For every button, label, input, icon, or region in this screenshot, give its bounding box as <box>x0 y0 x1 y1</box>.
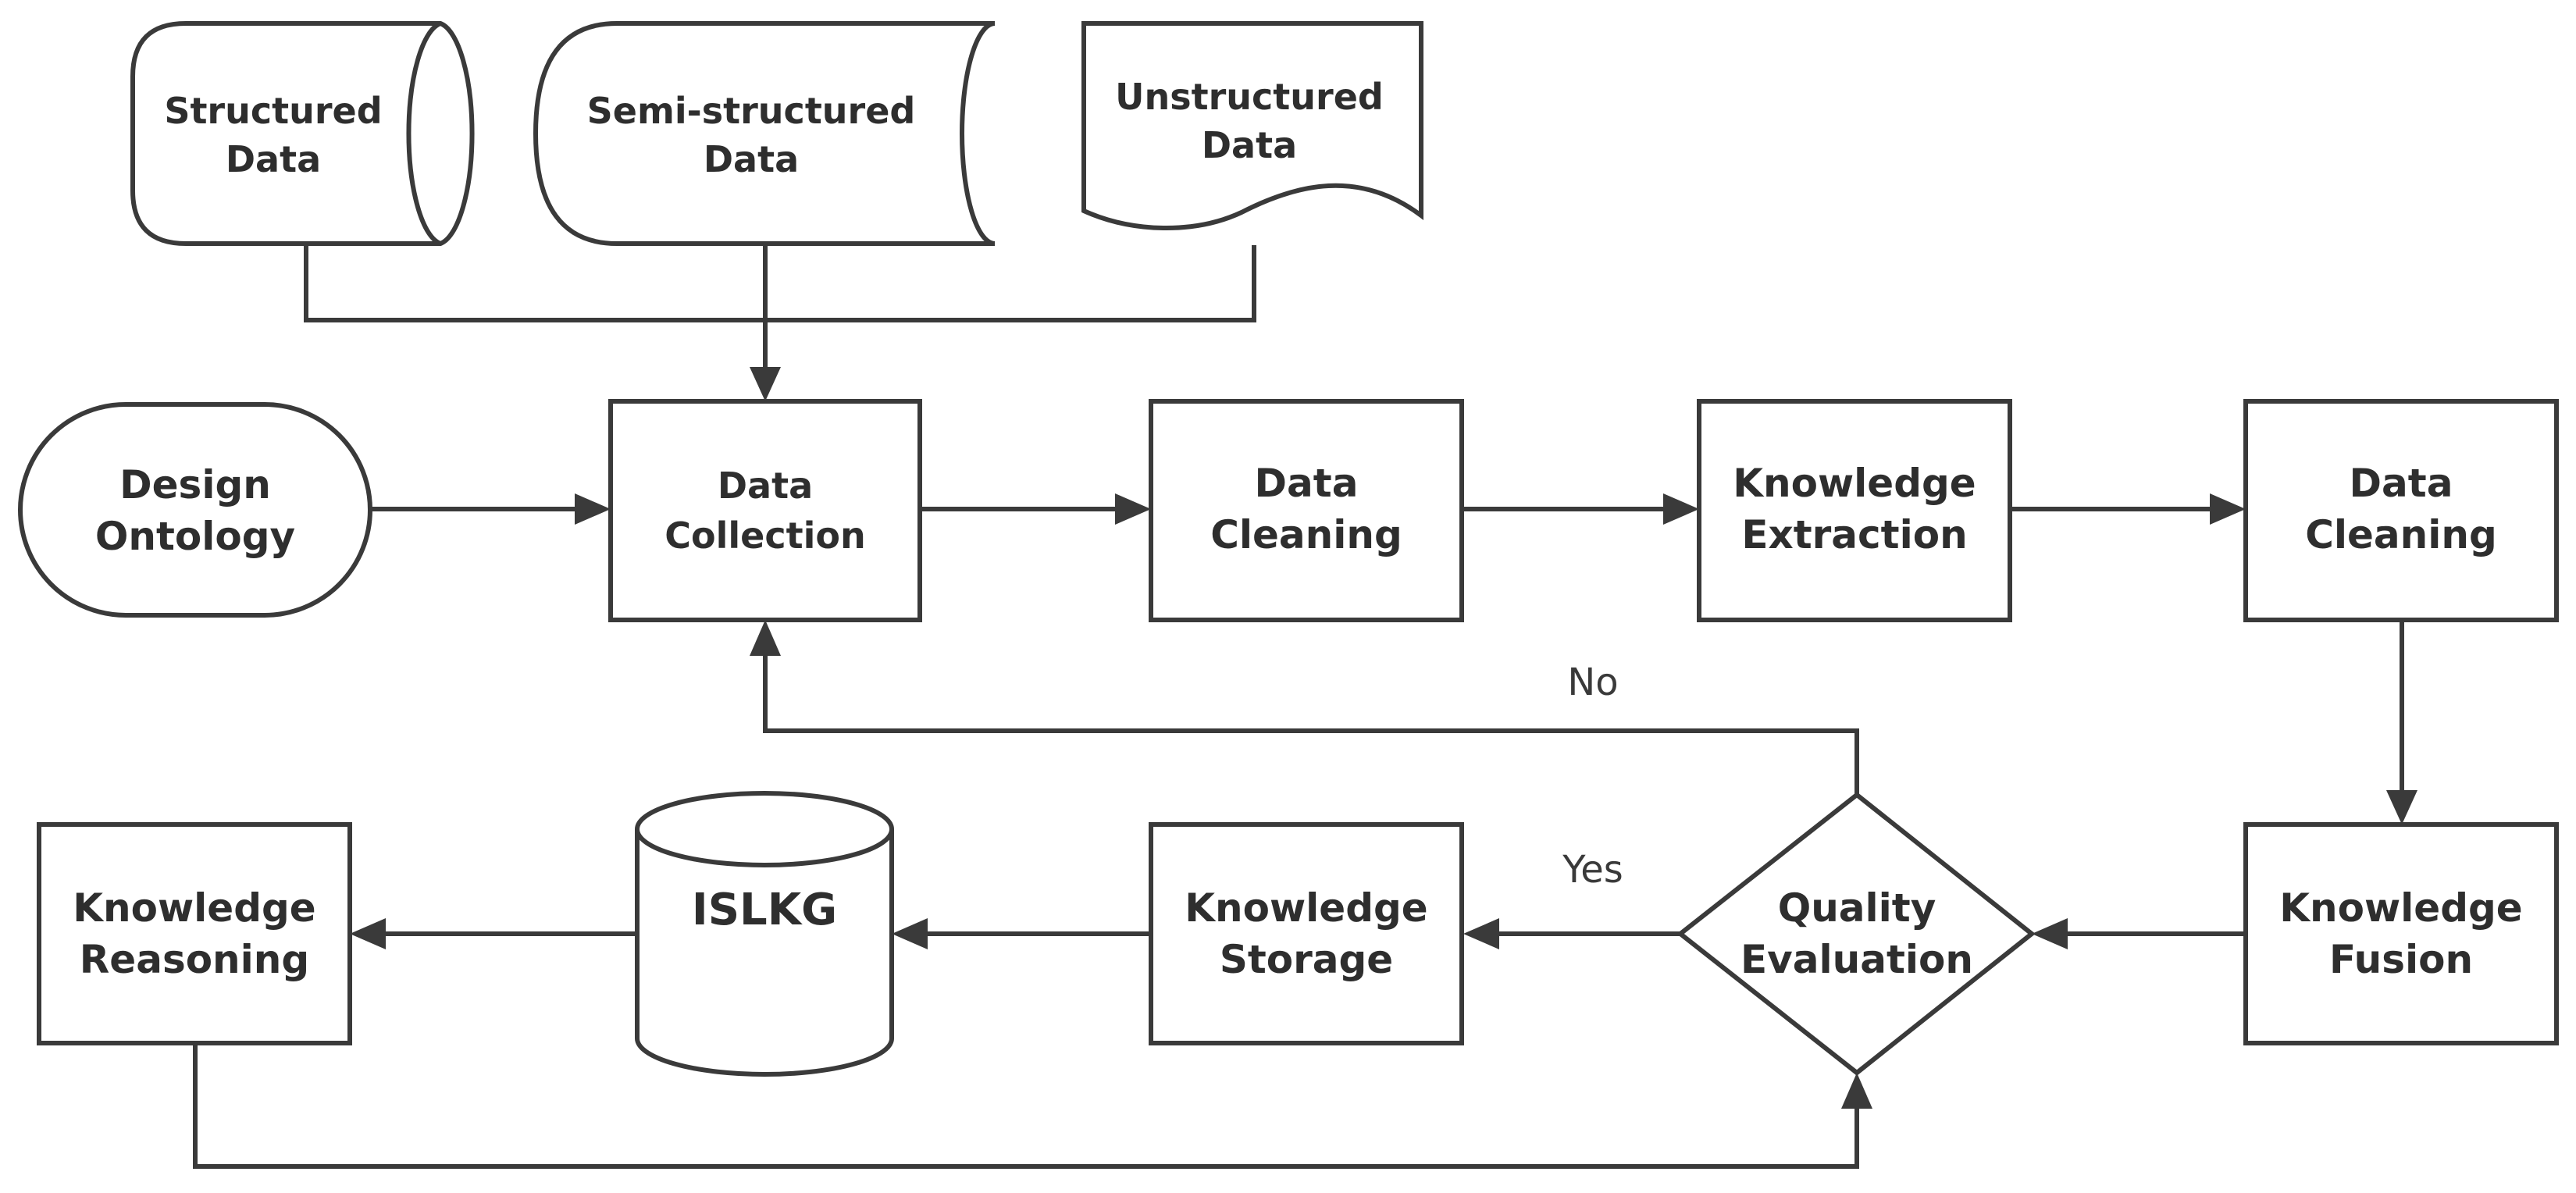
svg-text:Data: Data <box>2350 461 2453 506</box>
svg-text:Cleaning: Cleaning <box>2305 512 2497 557</box>
design-ontology-node: Design Ontology <box>18 402 372 618</box>
edge-label-no: No <box>1567 661 1618 704</box>
arrowhead-left-reasoning <box>350 918 386 949</box>
svg-text:Fusion: Fusion <box>2329 937 2473 982</box>
data-collection-node: Data Collection <box>608 399 922 622</box>
structured-data-line2: Data <box>226 138 321 180</box>
arrowhead-right-cleaning-1 <box>1115 493 1151 525</box>
knowledge-fusion-line1: Knowledge <box>2279 885 2522 931</box>
islkg-database-node: ISLKG <box>635 791 894 1077</box>
svg-text:Knowledge: Knowledge <box>1733 461 1976 506</box>
svg-text:Data: Data <box>1255 461 1359 506</box>
unstructured-data-line2: Data <box>1202 124 1297 166</box>
semi-structured-data-line2: Data <box>704 138 799 180</box>
connector-reasoning-to-evaluation <box>193 1043 1859 1169</box>
islkg-label: ISLKG <box>692 885 837 935</box>
arrowhead-right-cleaning-2 <box>2210 493 2246 525</box>
arrowhead-left-evaluation <box>2032 918 2068 949</box>
data-collection-line2: Collection <box>664 515 865 557</box>
connector-unstructured-data <box>765 245 1256 322</box>
quality-evaluation-line2: Evaluation <box>1740 937 1973 982</box>
data-cleaning-node-1: Data Cleaning <box>1149 399 1464 622</box>
svg-text:Storage: Storage <box>1220 937 1393 982</box>
svg-text:Structured: Structured <box>164 90 382 132</box>
arrowhead-down-fusion <box>2386 790 2417 824</box>
data-cleaning-1-line2: Cleaning <box>1210 512 1402 557</box>
svg-text:Knowledge: Knowledge <box>73 885 315 931</box>
svg-text:Ontology: Ontology <box>95 514 295 559</box>
connectors <box>193 245 2417 1169</box>
svg-text:ISLKG: ISLKG <box>692 885 837 935</box>
svg-text:Knowledge: Knowledge <box>1185 885 1427 931</box>
arrowhead-down-collection <box>750 367 781 401</box>
data-collection-line1: Data <box>718 465 813 507</box>
knowledge-storage-line2: Storage <box>1220 937 1393 982</box>
knowledge-reasoning-line1: Knowledge <box>73 885 315 931</box>
semi-structured-data-node: Semi-structured Data <box>533 21 996 246</box>
knowledge-reasoning-line2: Reasoning <box>80 937 309 982</box>
arrowhead-up-collection <box>750 620 781 656</box>
svg-text:Extraction: Extraction <box>1741 512 1967 557</box>
svg-text:Unstructured: Unstructured <box>1115 76 1384 118</box>
unstructured-data-node: Unstructured Data <box>1081 21 1423 231</box>
svg-text:Knowledge: Knowledge <box>2279 885 2522 931</box>
design-ontology-line2: Ontology <box>95 514 295 559</box>
data-cleaning-1-line1: Data <box>1255 461 1359 506</box>
structured-data-line1: Structured <box>164 90 382 132</box>
quality-evaluation-node: Quality Evaluation <box>1676 792 2036 1076</box>
svg-text:Collection: Collection <box>664 515 865 557</box>
knowledge-storage-line1: Knowledge <box>1185 885 1427 931</box>
knowledge-extraction-node: Knowledge Extraction <box>1697 399 2012 622</box>
svg-text:Yes: Yes <box>1562 848 1623 892</box>
structured-data-node: Structured Data <box>130 21 475 246</box>
knowledge-fusion-line2: Fusion <box>2329 937 2473 982</box>
data-cleaning-node-2: Data Cleaning <box>2243 399 2559 622</box>
svg-text:Evaluation: Evaluation <box>1740 937 1973 982</box>
arrowhead-right-collection <box>575 493 611 525</box>
connector-evaluation-no-to-collection <box>763 651 1859 795</box>
svg-text:Semi-structured: Semi-structured <box>587 90 916 132</box>
arrowhead-up-evaluation <box>1841 1073 1872 1109</box>
knowledge-extraction-line2: Extraction <box>1741 512 1967 557</box>
semi-structured-data-line1: Semi-structured <box>587 90 916 132</box>
data-cleaning-2-line1: Data <box>2350 461 2453 506</box>
connector-structured-data <box>304 245 765 322</box>
svg-text:Data: Data <box>226 138 321 180</box>
svg-text:Cleaning: Cleaning <box>1210 512 1402 557</box>
svg-text:Data: Data <box>704 138 799 180</box>
svg-text:Reasoning: Reasoning <box>80 937 309 982</box>
unstructured-data-line1: Unstructured <box>1115 76 1384 118</box>
svg-text:Quality: Quality <box>1778 885 1936 931</box>
design-ontology-line1: Design <box>119 462 271 507</box>
edge-label-yes: Yes <box>1562 848 1623 892</box>
quality-evaluation-line1: Quality <box>1778 885 1936 931</box>
svg-text:Data: Data <box>718 465 813 507</box>
arrowhead-left-storage <box>1463 918 1499 949</box>
svg-text:No: No <box>1567 661 1618 704</box>
arrowhead-right-extraction <box>1663 493 1699 525</box>
arrowhead-left-islkg <box>892 918 928 949</box>
knowledge-storage-node: Knowledge Storage <box>1149 822 1464 1045</box>
svg-text:Data: Data <box>1202 124 1297 166</box>
knowledge-reasoning-node: Knowledge Reasoning <box>37 822 352 1045</box>
knowledge-fusion-node: Knowledge Fusion <box>2243 822 2559 1045</box>
svg-text:Design: Design <box>119 462 271 507</box>
data-cleaning-2-line2: Cleaning <box>2305 512 2497 557</box>
knowledge-extraction-line1: Knowledge <box>1733 461 1976 506</box>
